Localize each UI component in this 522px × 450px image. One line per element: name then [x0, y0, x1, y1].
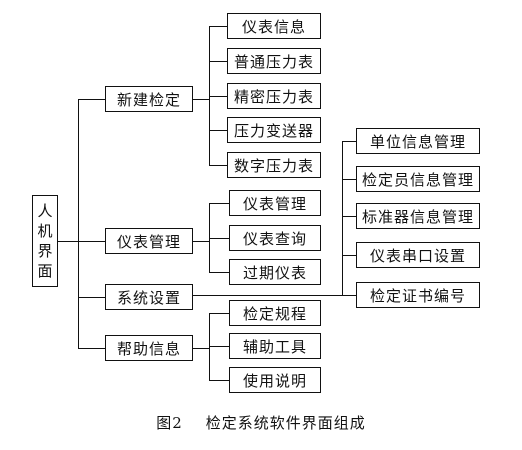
connector-instrument-mgmt-branch — [209, 203, 210, 272]
root-char-1: 人 — [37, 202, 53, 220]
node-standard-info-management: 标准器信息管理 — [356, 203, 480, 229]
node-regulations: 检定规程 — [229, 300, 321, 326]
connector-to-unit-info — [342, 141, 356, 142]
node-unit-info-management-label: 单位信息管理 — [369, 132, 466, 151]
node-serial-port-settings: 仪表串口设置 — [356, 242, 480, 268]
root-box-human-machine-interface: 人 机 界 面 — [32, 195, 58, 287]
level1-help-info: 帮助信息 — [105, 335, 193, 361]
node-normal-pressure-gauge: 普通压力表 — [227, 48, 321, 74]
connector-root-trunk — [58, 241, 78, 242]
root-char-3: 界 — [37, 242, 53, 260]
node-instrument-query: 仪表查询 — [229, 225, 321, 251]
connector-to-digital-gauge — [209, 165, 227, 166]
node-certificate-numbering-label: 检定证书编号 — [369, 286, 466, 305]
level1-instrument-management-label: 仪表管理 — [116, 232, 181, 251]
connector-to-pressure-transmitter — [209, 130, 227, 131]
node-regulations-label: 检定规程 — [242, 304, 307, 323]
connector-to-management — [209, 203, 229, 204]
node-pressure-transmitter-label: 压力变送器 — [233, 121, 314, 140]
connector-trunk-new-check — [78, 99, 105, 100]
root-char-2: 机 — [37, 222, 53, 240]
connector-to-serial-port — [342, 255, 356, 256]
connector-help-out — [193, 348, 209, 349]
node-user-manual-label: 使用说明 — [242, 371, 307, 390]
connector-to-query — [209, 238, 229, 239]
node-expired-instruments-label: 过期仪表 — [242, 263, 307, 282]
level1-new-check: 新建检定 — [105, 86, 193, 112]
node-auxiliary-tools: 辅助工具 — [229, 333, 321, 359]
node-digital-pressure-gauge-label: 数字压力表 — [233, 156, 314, 175]
node-precision-pressure-gauge-label: 精密压力表 — [233, 87, 314, 106]
level1-help-info-label: 帮助信息 — [116, 339, 181, 358]
node-unit-info-management: 单位信息管理 — [356, 128, 480, 154]
connector-trunk-help — [78, 348, 105, 349]
node-digital-pressure-gauge: 数字压力表 — [227, 152, 321, 178]
node-instrument-management: 仪表管理 — [229, 190, 321, 216]
node-inspector-info-management: 检定员信息管理 — [356, 166, 480, 192]
connector-trunk-system-settings — [78, 297, 105, 298]
connector-system-settings-out — [193, 295, 342, 296]
connector-to-instrument-info — [209, 26, 227, 27]
node-serial-port-settings-label: 仪表串口设置 — [369, 246, 466, 265]
figure-caption: 图2 检定系统软件界面组成 — [156, 414, 366, 432]
node-instrument-info-label: 仪表信息 — [241, 17, 306, 36]
level1-new-check-label: 新建检定 — [116, 90, 181, 109]
node-instrument-info: 仪表信息 — [227, 13, 321, 39]
connector-to-inspector-info — [342, 179, 356, 180]
connector-to-certificate-number — [342, 295, 356, 296]
connector-system-settings-branch — [342, 141, 343, 295]
node-instrument-management-label: 仪表管理 — [242, 194, 307, 213]
connector-to-regulations — [209, 313, 229, 314]
node-precision-pressure-gauge: 精密压力表 — [227, 83, 321, 109]
node-certificate-numbering: 检定证书编号 — [356, 282, 480, 308]
connector-to-expired — [209, 272, 229, 273]
connector-to-normal-gauge — [209, 61, 227, 62]
node-instrument-query-label: 仪表查询 — [242, 229, 307, 248]
node-standard-info-management-label: 标准器信息管理 — [361, 207, 474, 226]
connector-instrument-mgmt-out — [193, 241, 209, 242]
level1-system-settings: 系统设置 — [105, 284, 193, 310]
node-auxiliary-tools-label: 辅助工具 — [242, 337, 307, 356]
connector-new-check-out — [193, 99, 209, 100]
node-user-manual: 使用说明 — [229, 367, 321, 393]
level1-system-settings-label: 系统设置 — [116, 288, 181, 307]
connector-to-tools — [209, 346, 229, 347]
connector-to-standard-info — [342, 216, 356, 217]
node-inspector-info-management-label: 检定员信息管理 — [361, 170, 474, 189]
node-normal-pressure-gauge-label: 普通压力表 — [233, 52, 314, 71]
node-expired-instruments: 过期仪表 — [229, 259, 321, 285]
root-char-4: 面 — [37, 262, 53, 280]
connector-new-check-branch — [209, 26, 210, 165]
connector-main-trunk — [78, 99, 79, 348]
node-pressure-transmitter: 压力变送器 — [227, 117, 321, 143]
level1-instrument-management: 仪表管理 — [105, 228, 193, 254]
connector-to-precision-gauge — [209, 96, 227, 97]
connector-to-manual — [209, 380, 229, 381]
connector-trunk-instrument-mgmt — [78, 241, 105, 242]
